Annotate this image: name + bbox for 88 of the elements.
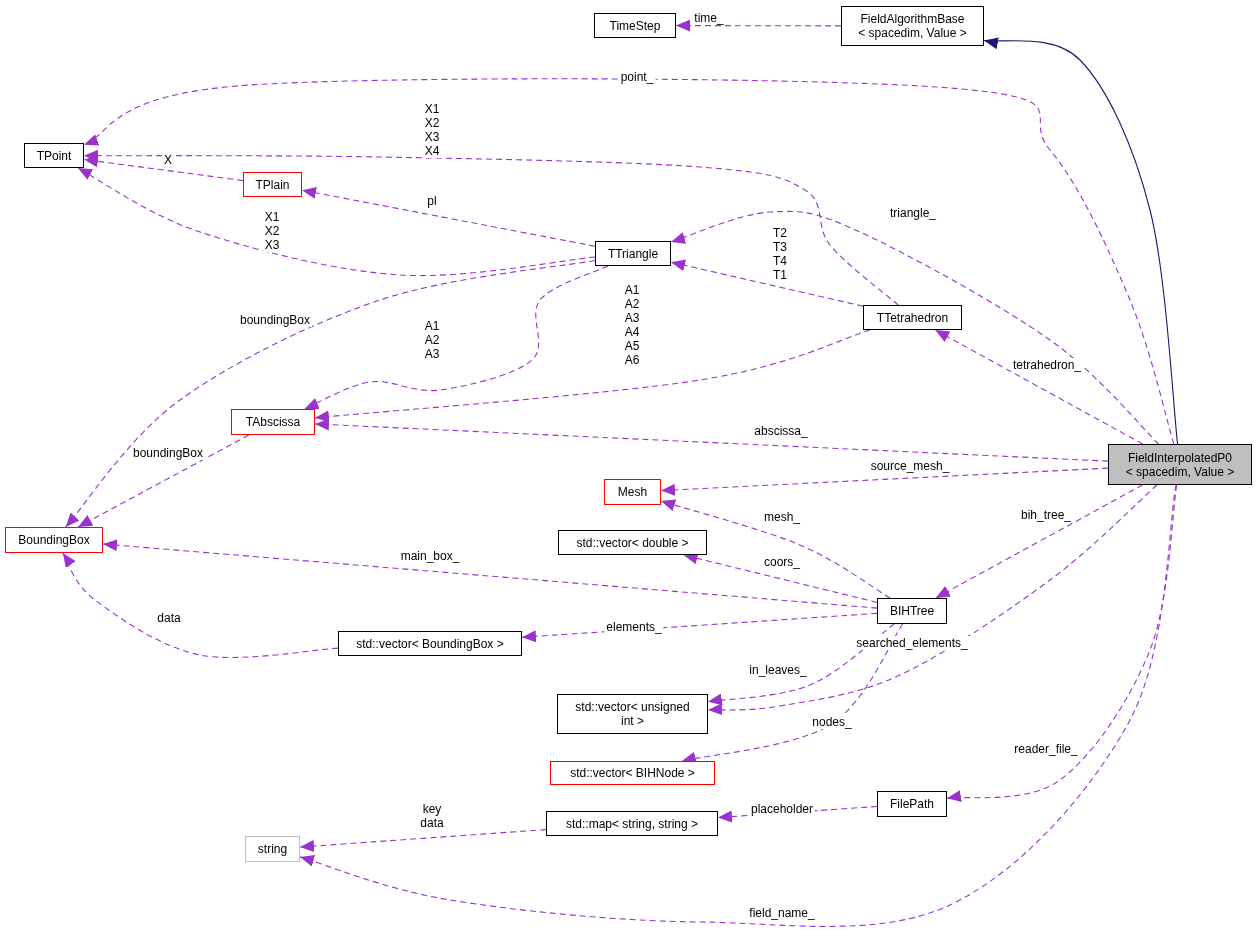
dashed-arrow (935, 484, 1144, 599)
class-name: TPlain (255, 177, 290, 192)
class-name: TTetrahedron (876, 310, 949, 325)
class-box (877, 598, 947, 624)
class-box (338, 631, 522, 656)
dashed-arrow (62, 552, 339, 658)
class-box (604, 479, 661, 505)
dashed-arrow (77, 167, 596, 277)
class-name: FieldInterpolatedP0 < spacedim, Value > (1124, 450, 1236, 479)
dashed-arrow (83, 149, 899, 306)
class-name: TAbscissa (245, 415, 301, 429)
dashed-arrow (83, 78, 1175, 445)
class-name: FieldAlgorithmBase < spacedim, Value > (857, 12, 968, 40)
edge-label: boundingBox (130, 446, 206, 460)
dashed-arrow (707, 484, 1158, 716)
dashed-arrow (303, 265, 609, 410)
class-box (863, 305, 962, 330)
dashed-arrow (660, 467, 1109, 496)
class-box (550, 761, 715, 785)
class-name: string (257, 842, 288, 856)
class-name: std::vector< unsigned int > (574, 700, 691, 728)
dashed-arrow (946, 484, 1178, 803)
class-name: BIHTree (889, 604, 935, 618)
edge-label: pl (425, 194, 439, 208)
edge-label: X1 X2 X3 X4 (422, 102, 442, 158)
class-box (24, 143, 84, 168)
edge-label: elements_ (604, 620, 664, 634)
dashed-arrow (299, 484, 1177, 927)
class-name: FilePath (890, 797, 934, 811)
edge-label: placeholder (749, 802, 815, 816)
dashed-arrow (660, 499, 891, 599)
class-box (245, 836, 300, 862)
edge-label: reader_file_ (1012, 742, 1080, 756)
class-name: std::vector< double > (576, 535, 689, 550)
class-box (841, 6, 984, 46)
dashed-arrow (77, 434, 250, 528)
class-name: TPoint (36, 148, 72, 163)
class-box (558, 530, 707, 555)
class-name: BoundingBox (18, 533, 90, 547)
class-box (877, 791, 947, 817)
class-name: Mesh (617, 485, 648, 499)
dashed-arrow (670, 259, 864, 307)
dashed-arrow (675, 19, 842, 32)
class-box (595, 241, 671, 266)
class-box (5, 527, 103, 553)
edge-label: main_box_ (398, 549, 462, 563)
dashed-arrow (707, 623, 895, 706)
edge-label: mesh_ (762, 510, 802, 524)
edge-label: X1 X2 X3 (262, 210, 282, 252)
edge-label: searched_elements_ (854, 636, 970, 650)
class-name: std::vector< BIHNode > (570, 766, 695, 780)
class-name: TimeStep (609, 18, 661, 33)
dashed-arrow (934, 329, 1144, 445)
edge-label: in_leaves_ (747, 663, 809, 677)
class-box (557, 694, 708, 734)
edge-label: A1 A2 A3 A4 A5 A6 (622, 283, 642, 367)
class-box (594, 13, 676, 38)
dashed-arrow (65, 259, 596, 528)
class-box (1108, 444, 1252, 485)
edge-label: T2 T3 T4 T1 (771, 226, 789, 282)
class-box (243, 172, 302, 197)
edge-label: point_ (618, 70, 656, 84)
dashed-arrow (299, 829, 547, 853)
dashed-arrow (314, 418, 1109, 462)
edge-label: bih_tree_ (1019, 508, 1073, 522)
edge-label: A1 A2 A3 (422, 319, 442, 361)
edge-label: boundingBox (237, 313, 313, 327)
class-name: std::vector< BoundingBox > (356, 636, 504, 651)
edge-label: source_mesh_ (868, 459, 952, 473)
dashed-arrow (83, 155, 244, 182)
class-name: TTriangle (607, 246, 659, 261)
edge-label: data (155, 611, 183, 625)
arrow (983, 36, 1179, 445)
dashed-arrow (301, 186, 596, 247)
edge-label: key data (418, 802, 446, 830)
dashed-arrow (314, 329, 871, 423)
edge-label: field_name_ (747, 906, 817, 920)
edge-label: tetrahedron_ (1010, 358, 1084, 372)
edge-label: X (162, 153, 174, 167)
class-name: std::map< string, string > (565, 816, 699, 831)
edge-label: nodes_ (810, 715, 854, 729)
class-box (231, 409, 315, 435)
edge-label: triangle_ (888, 206, 938, 220)
class-box (546, 811, 718, 836)
edge-label: abscissa_ (752, 424, 810, 438)
dashed-arrow (670, 210, 1160, 445)
edge-label: time_ (692, 11, 726, 25)
dashed-arrow (102, 539, 878, 609)
